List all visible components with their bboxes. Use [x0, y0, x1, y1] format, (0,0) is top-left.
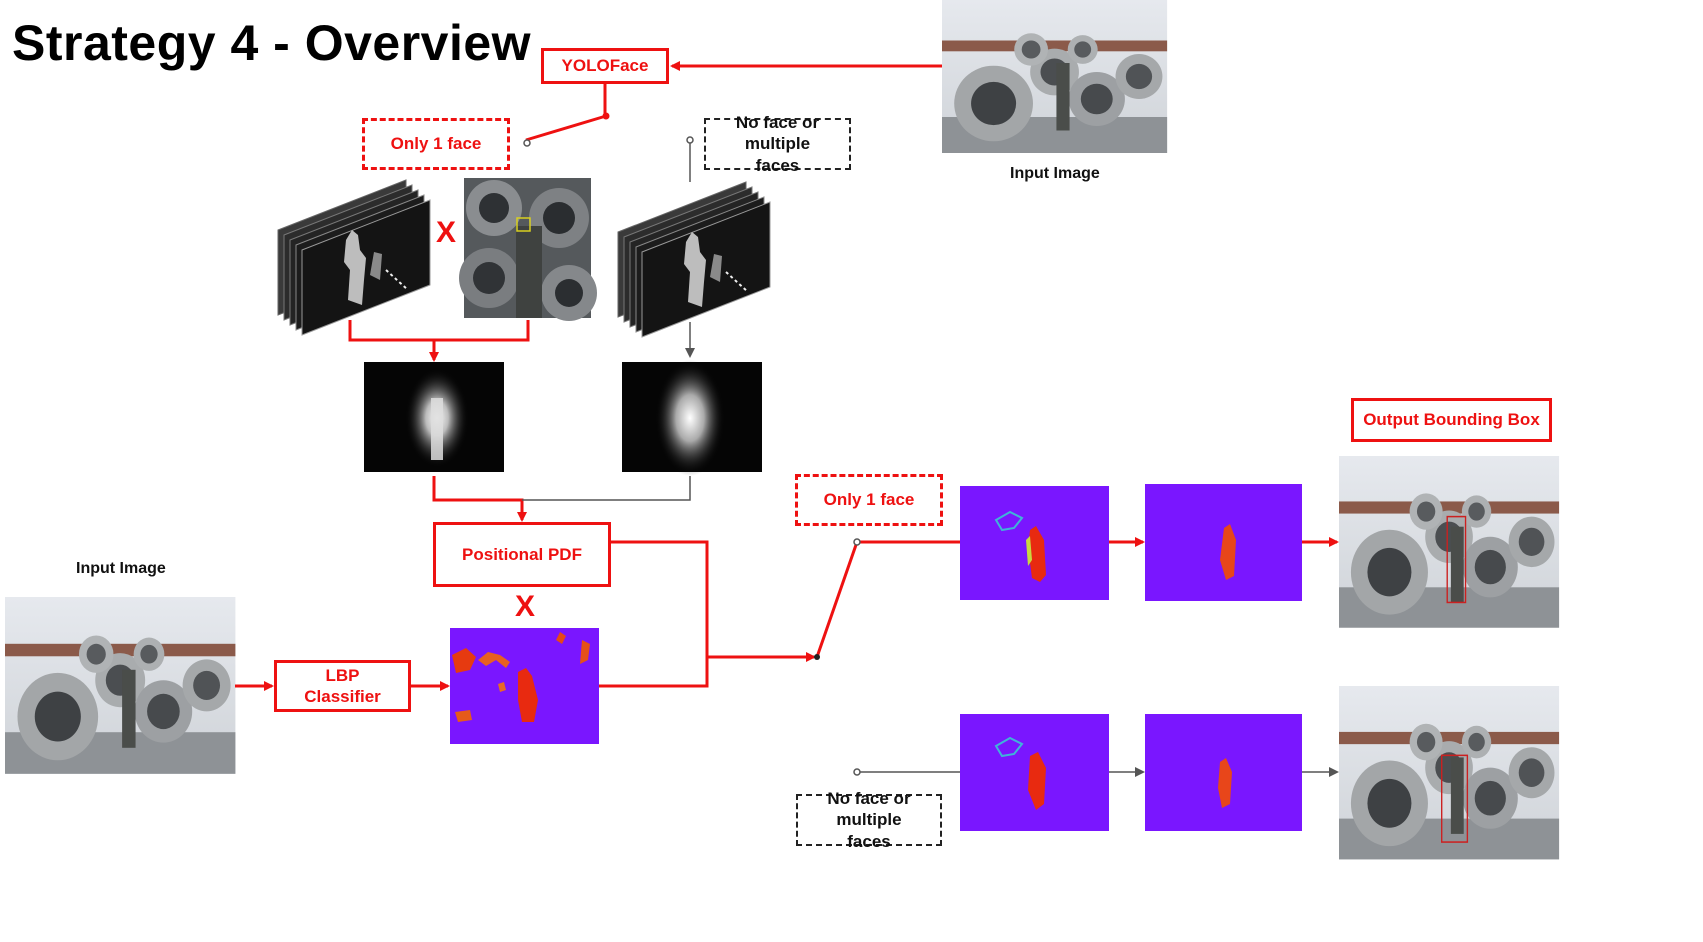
output-image-noface	[1339, 686, 1560, 860]
feature-stack-right	[617, 181, 771, 338]
no-face-top-box: No face or multiple faces	[704, 113, 851, 175]
pdf-map-generic	[622, 360, 762, 476]
multiply-symbol-top: X	[436, 216, 457, 249]
input-image-left	[5, 597, 236, 774]
switch-contact-right	[853, 538, 861, 546]
input-image-top	[942, 0, 1168, 153]
output-bounding-box-label: Output Bounding Box	[1351, 398, 1552, 442]
switch-contact-top	[686, 136, 694, 144]
switch-contact-face	[523, 139, 531, 147]
page-title: Strategy 4 - Overview	[12, 15, 532, 71]
lbp-heatmap	[450, 628, 599, 744]
pdf-map-face	[364, 362, 504, 472]
feature-stack-left	[277, 179, 431, 336]
heatmap-noface-filtered	[1145, 714, 1302, 831]
input-image-left-caption: Input Image	[76, 560, 166, 577]
switch-contact-bottom	[853, 768, 861, 776]
multiply-symbol-mid: X	[515, 590, 536, 623]
face-crop-image	[459, 178, 597, 321]
no-face-bottom-box: No face or multiple faces	[796, 789, 942, 851]
only-one-face-top-box: Only 1 face	[362, 118, 510, 170]
switch-node-mid	[814, 654, 820, 660]
heatmap-face-filtered	[1145, 484, 1302, 601]
switch-node-top	[602, 112, 610, 120]
lbp-classifier-box: LBP Classifier	[274, 660, 411, 712]
flow-gray	[522, 142, 1339, 777]
yoloface-box: YOLOFace	[541, 48, 669, 84]
only-one-face-right-box: Only 1 face	[795, 474, 943, 526]
input-image-top-caption: Input Image	[1010, 165, 1100, 182]
heatmap-face-raw	[960, 486, 1109, 600]
flow-red	[235, 61, 1339, 691]
heatmap-noface-raw	[960, 714, 1109, 831]
output-image-face	[1339, 456, 1560, 628]
positional-pdf-box: Positional PDF	[433, 522, 611, 587]
